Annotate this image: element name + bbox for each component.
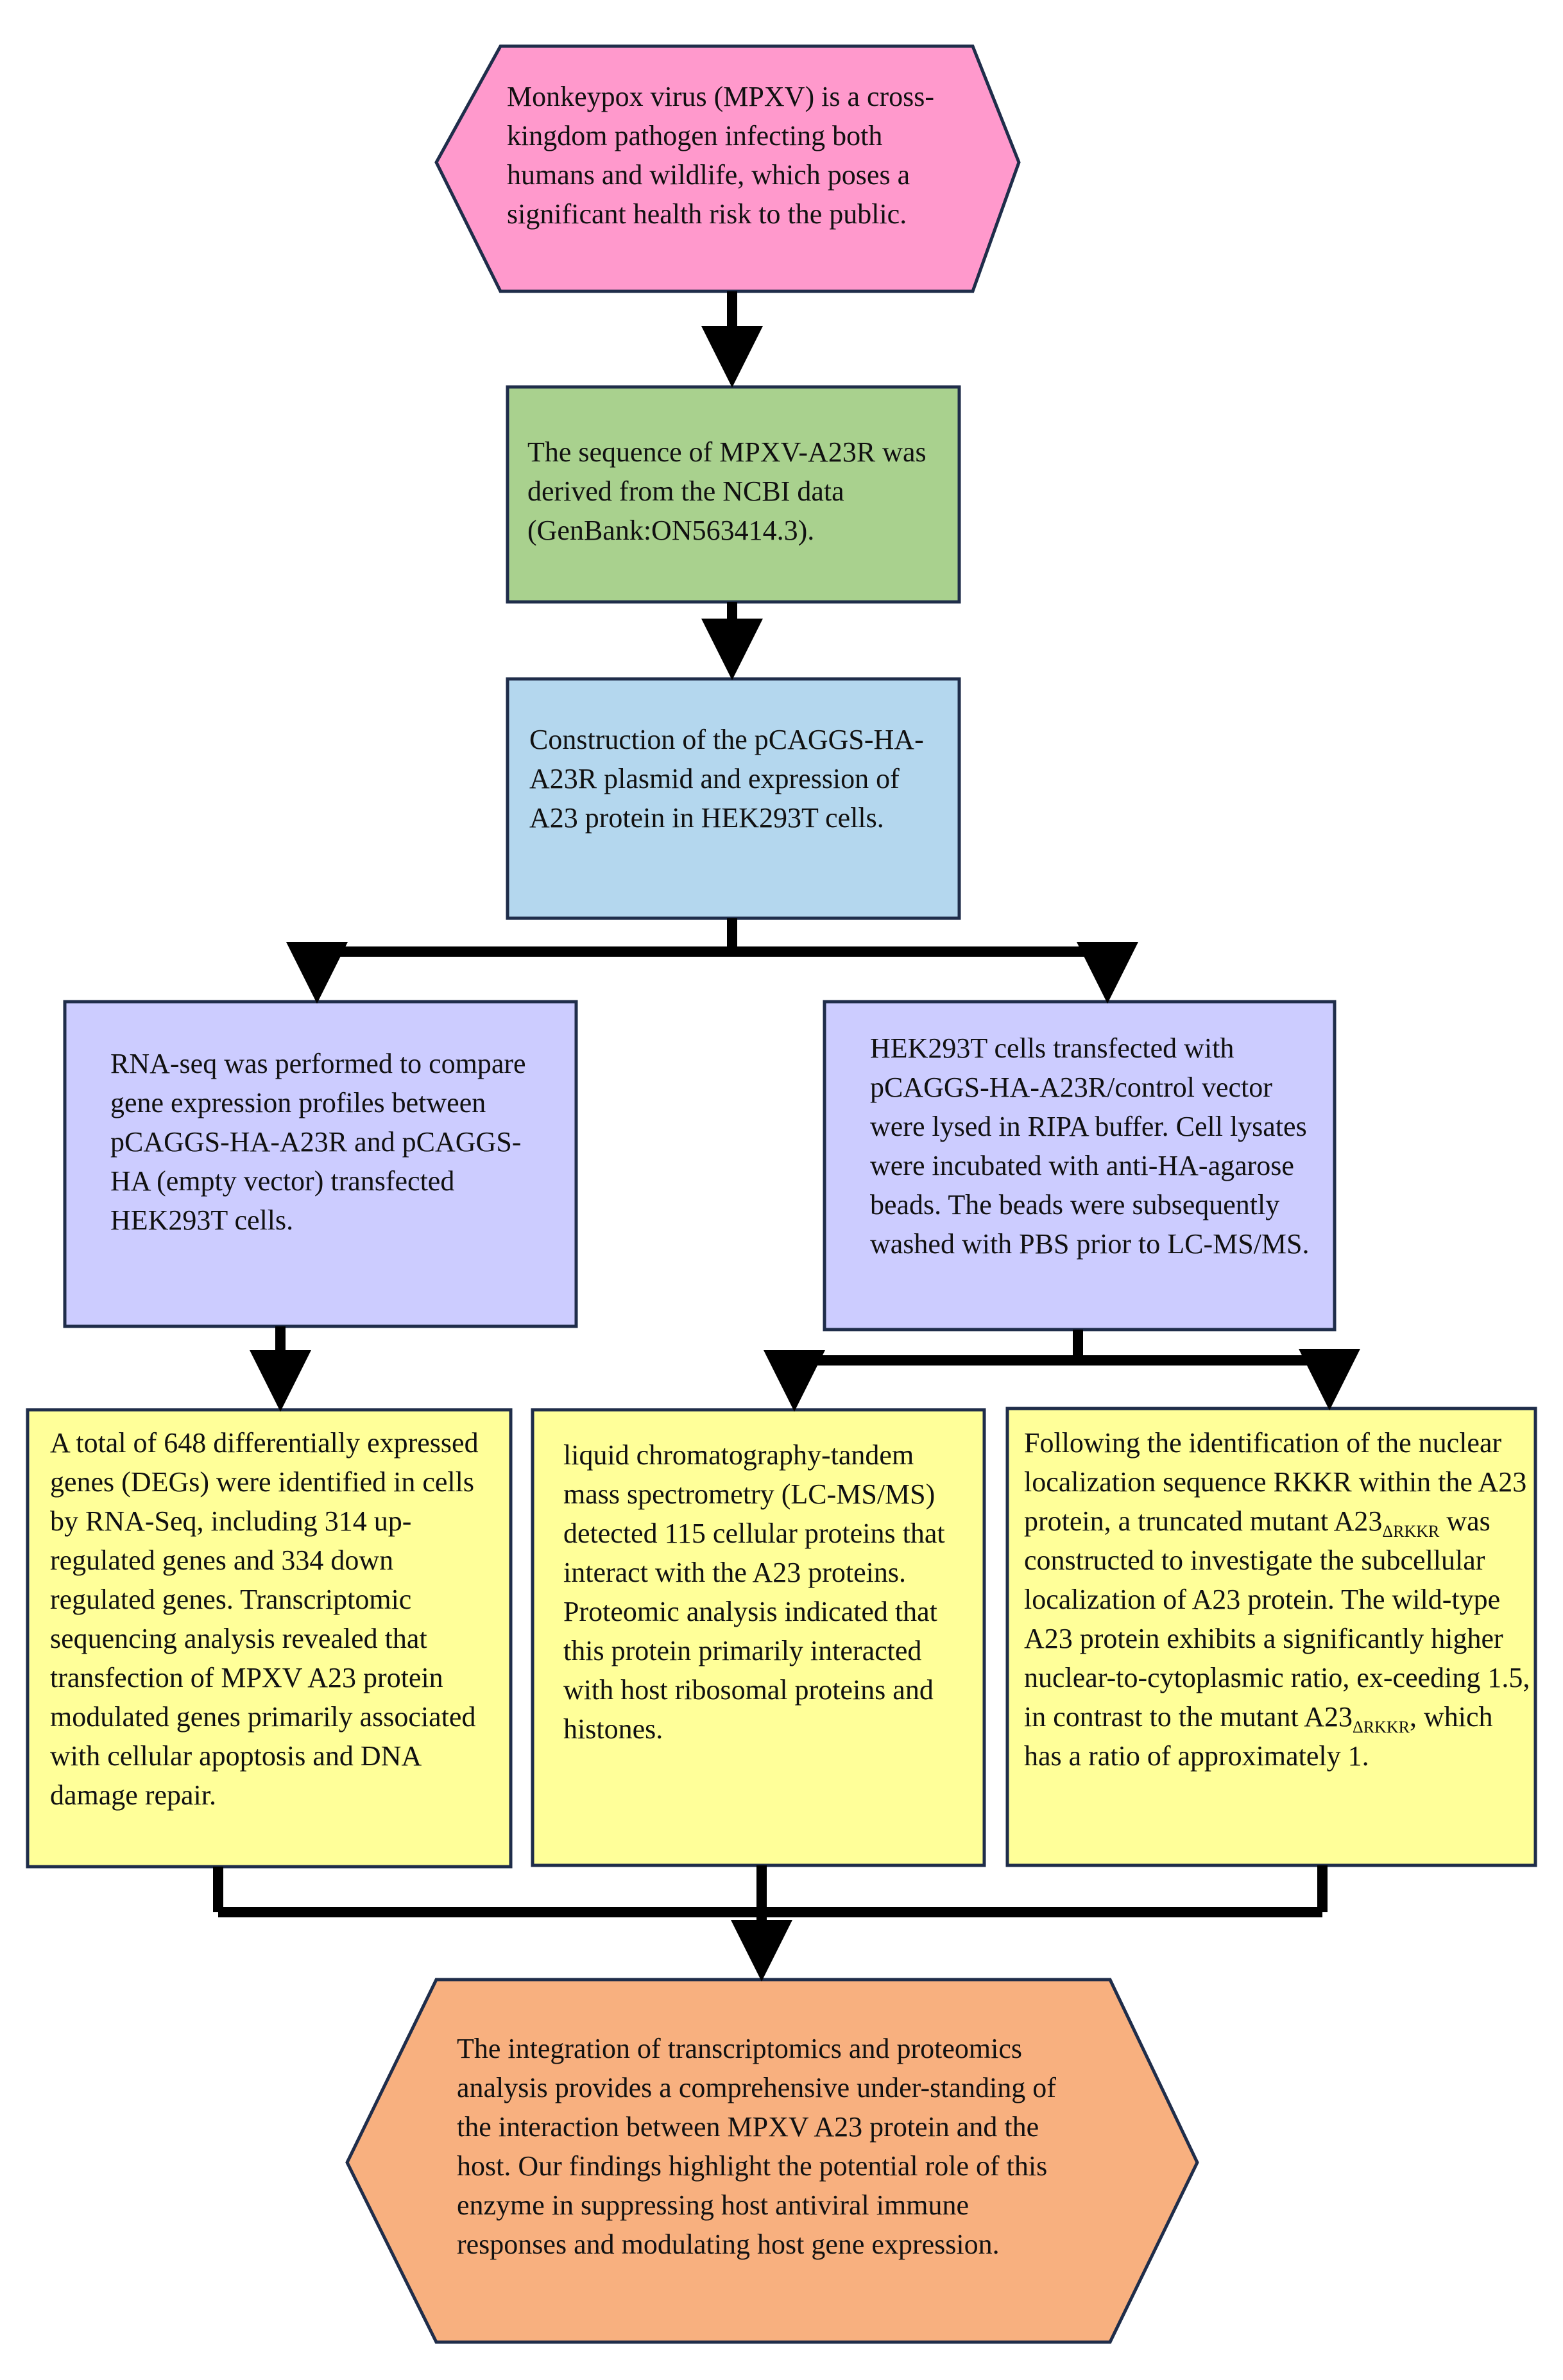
background-text: Monkeypox virus (MPXV) is a cross-kingdo…: [507, 81, 935, 230]
degs-text: A total of 648 differentially expressed …: [50, 1427, 479, 1811]
nls-subscript-2: ΔRKKR: [1353, 1718, 1410, 1736]
connectors: [213, 291, 1360, 1982]
lcms-method-text: HEK293T cells transfected with pCAGGS-HA…: [870, 1032, 1310, 1260]
nls-subscript-1: ΔRKKR: [1382, 1522, 1440, 1541]
degs-box: [26, 1408, 513, 1869]
rnaseq-text: RNA-seq was performed to compare gene ex…: [110, 1048, 526, 1236]
nls-box: [1005, 1407, 1537, 1867]
nls-text-part2: was constructed to investigate the subce…: [1024, 1505, 1530, 1733]
lcms-method-box: [823, 1000, 1337, 1331]
nls-text-part1: Following the identification of the nucl…: [1024, 1427, 1527, 1537]
rnaseq-box: [63, 1000, 578, 1328]
nls-text: Following the identification of the nucl…: [1024, 1423, 1531, 1776]
proteomics-text: liquid chromatography-tandem mass spectr…: [563, 1439, 945, 1745]
sequence-text: The sequence of MPXV-A23R was derived fr…: [527, 436, 927, 546]
conclusion-hexagon: [345, 1978, 1199, 2344]
conclusion-text: The integration of transcriptomics and p…: [457, 2033, 1056, 2260]
proteomics-box: [531, 1408, 986, 1867]
background-hexagon: [434, 44, 1021, 293]
sequence-box: [506, 385, 961, 604]
nls-text-part3: , which has a ratio of approximately 1.: [1024, 1701, 1493, 1772]
construction-text: Construction of the pCAGGS-HA-A23R plasm…: [529, 724, 924, 834]
